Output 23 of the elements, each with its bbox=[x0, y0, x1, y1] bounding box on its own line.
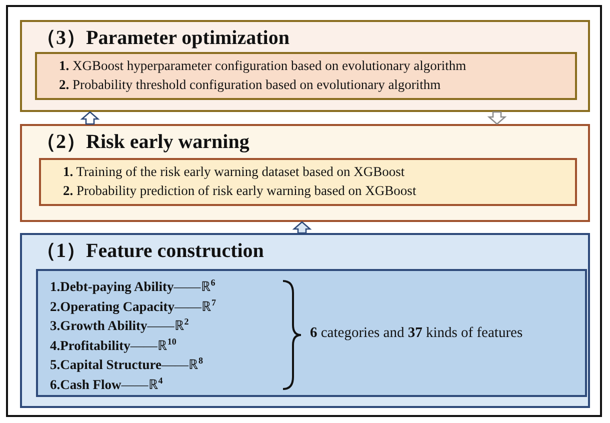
feature-item: 4.Profitability——ℝ$^{10}$ bbox=[50, 336, 176, 354]
stage-title: （1）Feature construction bbox=[36, 239, 264, 264]
stage-panel bbox=[20, 124, 590, 222]
block-arrow bbox=[292, 221, 312, 234]
stage-title: （3）Parameter optimization bbox=[36, 26, 290, 51]
list-item: 1. Training of the risk early warning dataset based on XGBoost bbox=[63, 164, 405, 180]
feature-item: 2.Operating Capacity——ℝ$^{7}$ bbox=[50, 296, 216, 314]
feature-item: 6.Cash Flow——ℝ$^{4}$ bbox=[50, 374, 163, 392]
list-item: 2. Probability prediction of risk early warning based on XGBoost bbox=[63, 183, 416, 199]
stage-panel bbox=[20, 233, 590, 408]
content-box bbox=[35, 52, 577, 100]
stage-title: （2）Risk early warning bbox=[36, 130, 250, 155]
block-arrow bbox=[487, 111, 507, 125]
content-box bbox=[39, 158, 577, 206]
list-item: 2. Probability threshold configuration based on evolutionary algorithm bbox=[59, 77, 441, 93]
block-arrow bbox=[80, 111, 100, 125]
feature-item: 5.Capital Structure——ℝ$^{8}$ bbox=[50, 355, 203, 373]
feature-summary: 6 categories and 37 kinds of features bbox=[310, 325, 523, 342]
stage-panel bbox=[20, 20, 590, 112]
feature-item: 1.Debt-paying Ability——ℝ$^{6}$ bbox=[50, 277, 216, 295]
feature-box bbox=[36, 269, 587, 397]
list-item: 1. XGBoost hyperparameter configuration based on evolutionary algorithm bbox=[59, 58, 466, 74]
feature-item: 3.Growth Ability——ℝ$^{2}$ bbox=[50, 316, 189, 334]
